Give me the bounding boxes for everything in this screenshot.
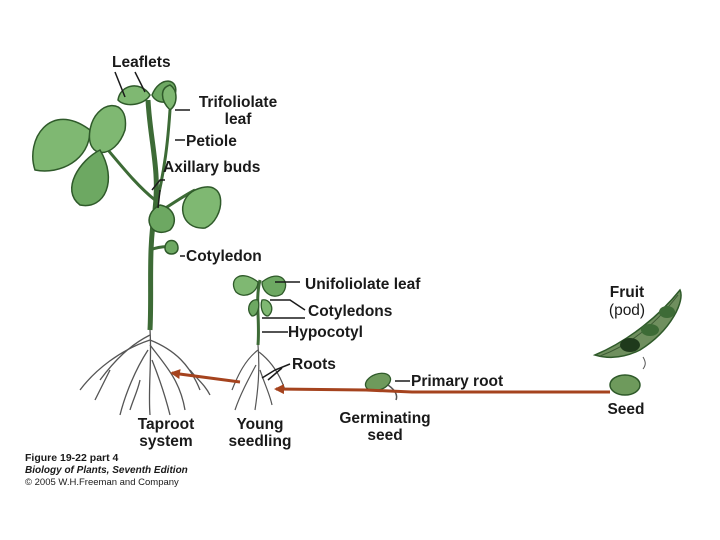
label-cotyledon: Cotyledon <box>186 248 262 265</box>
leaf <box>88 104 127 154</box>
mature-plant <box>32 71 222 416</box>
label-young-seedling: Young seedling <box>228 416 292 450</box>
fruit-pod <box>592 288 682 370</box>
caption-copyright: © 2005 W.H.Freeman and Company <box>25 477 179 488</box>
cotyledons <box>248 299 260 317</box>
leaf <box>32 118 91 172</box>
label-fruit: Fruit <box>609 284 645 301</box>
leaf <box>70 149 110 207</box>
label-taproot-system: Taproot system <box>137 416 195 450</box>
label-unifoliolate-leaf: Unifoliolate leaf <box>305 276 421 293</box>
leaf <box>261 275 287 297</box>
label-cotyledons: Cotyledons <box>308 303 393 320</box>
petiole <box>153 109 172 211</box>
label-leaflets: Leaflets <box>112 54 171 71</box>
life-cycle-arrows <box>170 369 610 395</box>
seed <box>609 374 641 396</box>
leaf <box>148 204 176 233</box>
cotyledons <box>260 299 273 317</box>
figure-caption: Figure 19-22 part 4 Biology of Plants, S… <box>25 452 188 489</box>
label-hypocotyl: Hypocotyl <box>288 324 363 341</box>
label-roots: Roots <box>292 356 336 373</box>
leaf <box>232 275 259 296</box>
cotyledon-leaf <box>164 239 179 255</box>
caption-figure-number: Figure 19-22 part 4 <box>25 452 119 464</box>
leaf <box>181 186 222 229</box>
label-germinating-seed: Germinating seed <box>339 410 431 444</box>
label-petiole: Petiole <box>186 133 237 150</box>
caption-book-title: Biology of Plants, Seventh Edition <box>25 465 188 476</box>
leaflets <box>117 85 151 106</box>
label-trifoliolate-leaf: Trifoliolate leaf <box>198 94 278 128</box>
label-primary-root: Primary root <box>411 373 504 390</box>
taproot-roots <box>79 329 211 416</box>
label-pod: (pod) <box>608 302 646 319</box>
label-seed: Seed <box>607 401 645 418</box>
germinating-seed <box>364 372 410 401</box>
label-axillary-buds: Axillary buds <box>163 159 261 176</box>
